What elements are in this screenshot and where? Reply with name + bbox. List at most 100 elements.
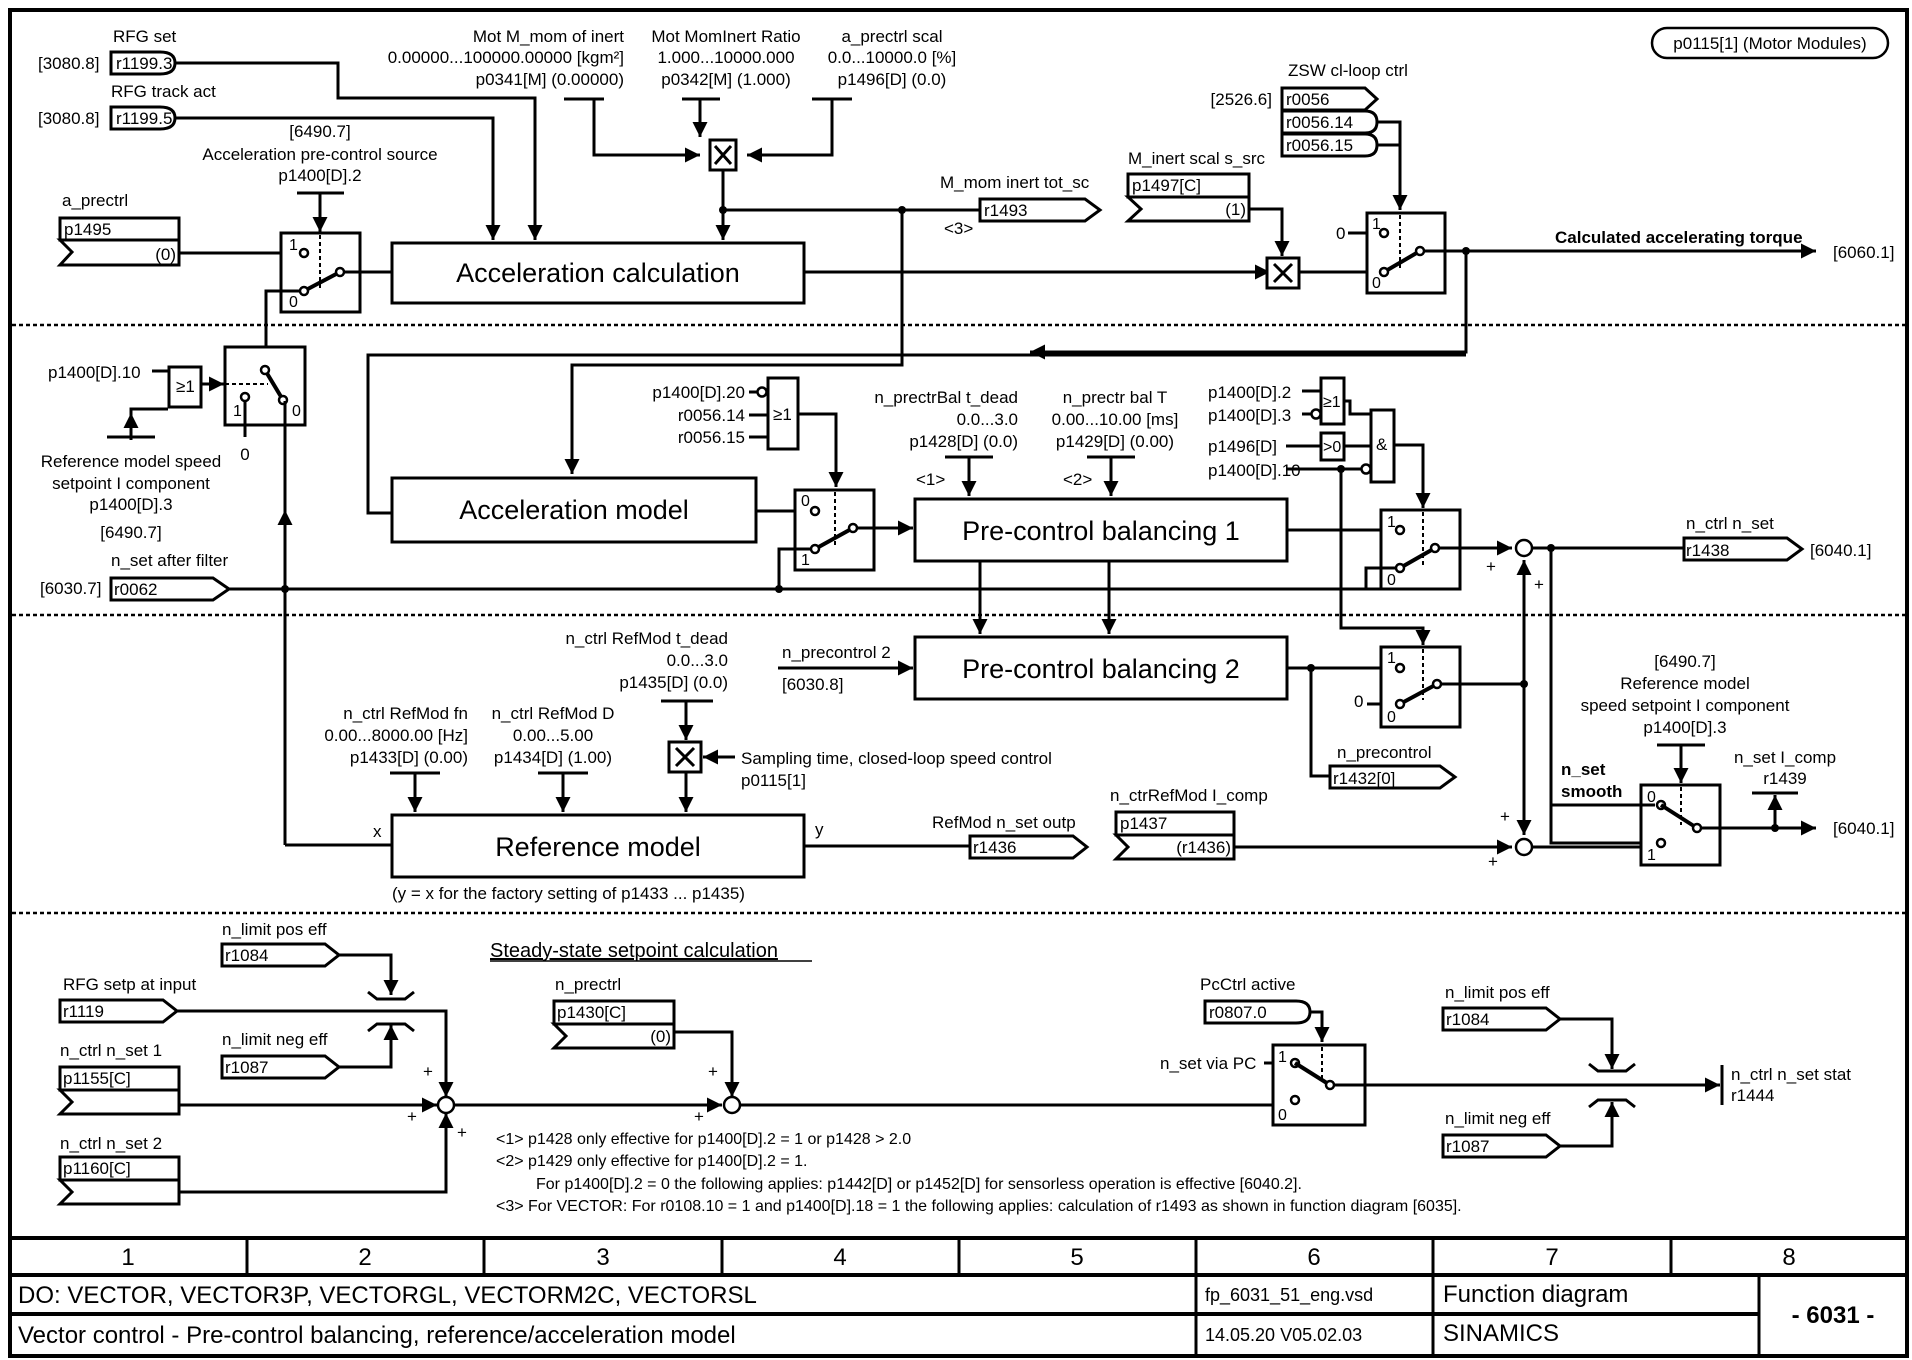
n-set2-connector[interactable]: p1160[C] xyxy=(56,1155,181,1206)
reference-model-label: Reference model xyxy=(495,832,701,862)
pcctrl-connector[interactable]: r0807.0 xyxy=(1203,999,1312,1025)
rfg-setp-connector[interactable]: r1119 xyxy=(58,998,180,1024)
or2-input-1[interactable]: p1400[D].20 xyxy=(652,383,745,402)
summing-junction xyxy=(722,1095,742,1115)
zsw-switch[interactable]: 1 0 xyxy=(1365,211,1447,295)
or-gate: ≥1 xyxy=(167,365,203,409)
limiter-icon xyxy=(1588,1062,1636,1109)
m-inert-scal-param: p1497[C] xyxy=(1132,176,1201,195)
limit-pos-connector-2[interactable]: r1084 xyxy=(1441,1006,1563,1032)
m-inert-scal-connector[interactable]: p1497[C] (1) xyxy=(1124,172,1251,223)
n-ctrl-n-set-connector[interactable]: r1438 xyxy=(1682,536,1805,562)
p1400-10-label[interactable]: p1400[D].10 xyxy=(48,363,141,382)
pcctrl-param: r0807.0 xyxy=(1209,1003,1267,1022)
n-set-smooth-label-1: n_set xyxy=(1561,760,1606,779)
bal-tdead-label: n_prectrBal t_dead xyxy=(874,388,1018,407)
accel-source-param[interactable]: p1400[D].2 xyxy=(278,166,361,185)
bal-tdead-param[interactable]: p1428[D] (0.0) xyxy=(909,432,1018,451)
wire xyxy=(1560,1017,1620,1069)
plus-sign: + xyxy=(1534,575,1544,594)
accel-source-ref[interactable]: [6490.7] xyxy=(289,122,350,141)
or2-input-3[interactable]: r0056.15 xyxy=(678,428,745,447)
refmod-out-connector[interactable]: r1436 xyxy=(968,834,1090,860)
wire xyxy=(175,61,543,240)
precontrol-mode-switch[interactable]: 0 1 xyxy=(793,488,876,572)
bal-T-note: <2> xyxy=(1063,470,1092,489)
or2-input-2[interactable]: r0056.14 xyxy=(678,406,745,425)
plus-sign: + xyxy=(1486,557,1496,576)
n-ctrl-n-set-ref[interactable]: [6040.1] xyxy=(1810,541,1871,560)
rfg-set-connector[interactable]: r1199.3 xyxy=(109,50,177,76)
ref-icomp-ref[interactable]: [6490.7] xyxy=(1654,652,1715,671)
svg-text:≥1: ≥1 xyxy=(1323,394,1341,411)
ref-speed-param[interactable]: p1400[D].3 xyxy=(89,495,172,514)
n-precontrol-connector[interactable]: r1432[0] xyxy=(1328,764,1458,790)
n-set-after-filter-connector[interactable]: r0062 xyxy=(109,576,232,602)
acceleration-calculation-label: Acceleration calculation xyxy=(456,258,740,288)
n-set-after-filter-label: n_set after filter xyxy=(111,551,229,570)
limit-pos-connector[interactable]: r1084 xyxy=(220,942,342,968)
mominert-ratio-param[interactable]: p0342[M] (1.000) xyxy=(661,70,790,89)
svg-text:0: 0 xyxy=(1372,275,1381,292)
limit-neg-connector-2[interactable]: r1087 xyxy=(1441,1133,1563,1159)
rfg-set-ref[interactable]: [3080.8] xyxy=(38,54,99,73)
ref-icomp-param[interactable]: p1400[D].3 xyxy=(1643,718,1726,737)
a-prectrl-scal-label: a_prectrl scal xyxy=(841,27,942,46)
svg-text:0: 0 xyxy=(1387,709,1396,726)
refmod-fn-param[interactable]: p1433[D] (0.00) xyxy=(350,748,468,767)
n-precontrol2-ref[interactable]: [6030.8] xyxy=(782,675,843,694)
n-set-after-filter-ref[interactable]: [6030.7] xyxy=(40,579,101,598)
n-prectrl-label: n_prectrl xyxy=(555,975,621,994)
zsw-ref[interactable]: [2526.6] xyxy=(1211,90,1272,109)
limit-neg-connector[interactable]: r1087 xyxy=(220,1054,342,1080)
footer-col-5: 5 xyxy=(1070,1244,1083,1271)
n-set1-connector[interactable]: p1155[C] xyxy=(56,1065,181,1116)
footer-col-1: 1 xyxy=(121,1244,134,1271)
refmod-icomp-param: p1437 xyxy=(1120,814,1167,833)
or-gate: ≥1 xyxy=(766,376,800,451)
logic-input-1[interactable]: p1400[D].2 xyxy=(1208,383,1291,402)
stat-param[interactable]: r1444 xyxy=(1731,1086,1774,1105)
logic-input-2[interactable]: p1400[D].3 xyxy=(1208,406,1291,425)
mominert-ratio-range: 1.000...10000.000 xyxy=(657,48,794,67)
n-set-icomp-param[interactable]: r1439 xyxy=(1763,769,1806,788)
plus-sign: + xyxy=(423,1062,433,1081)
ref-model-switch[interactable]: 1 0 xyxy=(223,345,307,427)
logic-input-3[interactable]: p1496[D] xyxy=(1208,437,1277,456)
rfg-track-connector[interactable]: r1199.5 xyxy=(109,105,177,131)
sampling-time-badge: p0115[1] (Motor Modules) xyxy=(1650,26,1890,60)
ref-icomp-switch[interactable]: 0 1 xyxy=(1639,783,1722,867)
logic-input-4[interactable]: p1400[D].10 xyxy=(1208,461,1301,480)
wire xyxy=(1309,668,1330,778)
svg-text:&: & xyxy=(1376,435,1388,454)
limit-pos-param-2: r1084 xyxy=(1446,1010,1489,1029)
footer-col-2: 2 xyxy=(358,1244,371,1271)
zsw-connector[interactable]: r0056 r0056.14 r0056.15 xyxy=(1280,86,1380,158)
rfg-track-label: RFG track act xyxy=(111,82,216,101)
wire xyxy=(264,289,300,352)
sampling-param[interactable]: p0115[1] xyxy=(741,771,806,790)
refmod-icomp-connector[interactable]: p1437 (r1436) xyxy=(1112,810,1236,861)
out-ref[interactable]: [6040.1] xyxy=(1833,819,1894,838)
bal-T-param[interactable]: p1429[D] (0.00) xyxy=(1056,432,1174,451)
refmod-tdead-param[interactable]: p1435[D] (0.0) xyxy=(619,673,728,692)
n-set-smooth-label-2: smooth xyxy=(1561,782,1622,801)
mot-inert-param[interactable]: p0341[M] (0.00000) xyxy=(476,70,624,89)
a-prectrl-connector[interactable]: p1495 (0) xyxy=(56,216,181,267)
multiplier-block xyxy=(667,740,703,774)
m-mom-tot-connector[interactable]: r1493 xyxy=(978,197,1103,223)
a-prectrl-scal-param[interactable]: p1496[D] (0.0) xyxy=(838,70,947,89)
svg-text:1: 1 xyxy=(289,237,298,254)
ref-speed-ref[interactable]: [6490.7] xyxy=(100,523,161,542)
calc-torque-ref[interactable]: [6060.1] xyxy=(1833,243,1894,262)
svg-text:≥1: ≥1 xyxy=(773,405,792,424)
wire xyxy=(129,407,168,437)
svg-text:1: 1 xyxy=(801,552,810,569)
junction xyxy=(775,585,783,593)
wire xyxy=(1310,1010,1330,1042)
rfg-track-ref[interactable]: [3080.8] xyxy=(38,109,99,128)
n-prectrl-connector[interactable]: p1430[C] (0) xyxy=(550,999,676,1050)
refmod-D-param[interactable]: p1434[D] (1.00) xyxy=(494,748,612,767)
balancing-2-switch[interactable]: 1 0 xyxy=(1379,645,1462,729)
refmod-icomp-label: n_ctrRefMod I_comp xyxy=(1110,786,1268,805)
